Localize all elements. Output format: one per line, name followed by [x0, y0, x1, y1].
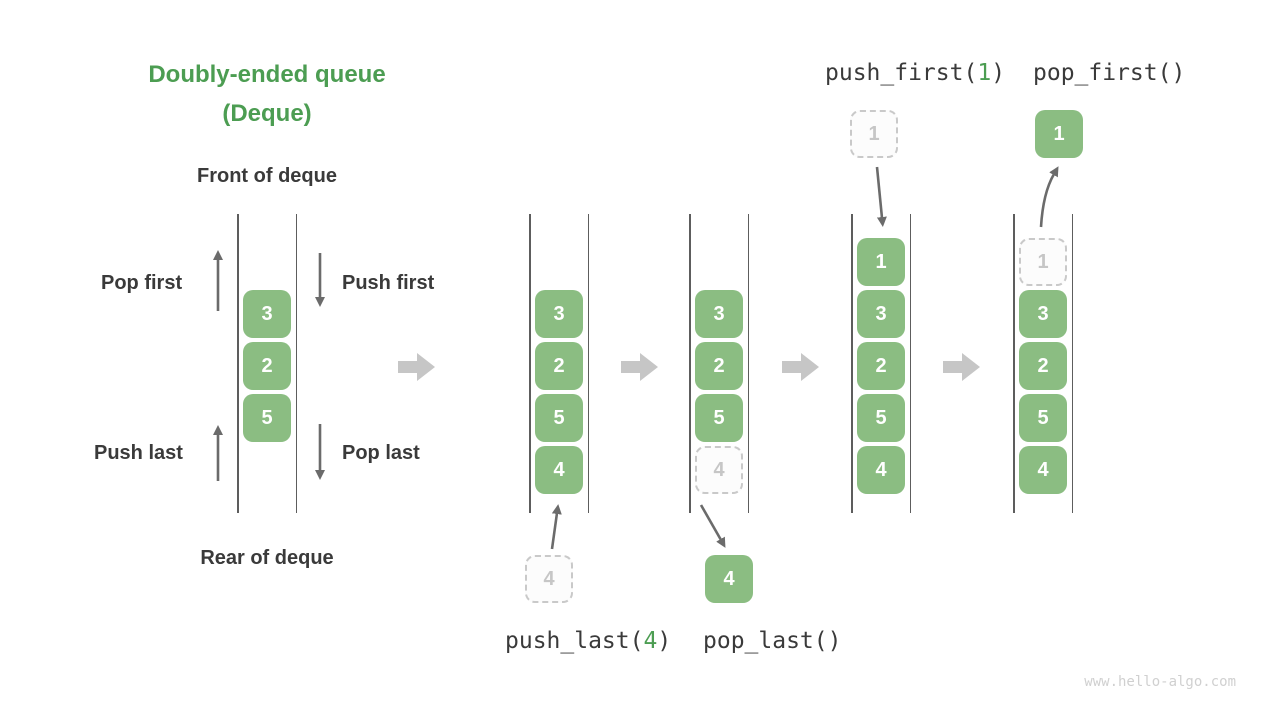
push-last-ghost-cell: 4 — [525, 555, 573, 603]
queue-initial: 3 2 5 — [237, 214, 297, 513]
queue-cell: 3 — [243, 290, 291, 338]
push-first-insert-arrow-icon — [875, 166, 887, 227]
queue-rail — [689, 214, 691, 513]
push-last-label: Push last — [94, 442, 183, 464]
pop-last-label: Pop last — [342, 442, 420, 464]
diagram-title: Doubly-ended queue (Deque) — [117, 55, 417, 133]
queue-after-push-last: 3 2 5 4 — [529, 214, 589, 513]
pop-first-label: Pop first — [101, 272, 183, 294]
queue-cell: 2 — [1019, 342, 1067, 390]
rear-of-deque-label: Rear of deque — [200, 547, 334, 569]
queue-cell: 3 — [695, 290, 743, 338]
queue-rail — [909, 214, 911, 513]
queue-cell: 3 — [535, 290, 583, 338]
queue-rail — [1013, 214, 1015, 513]
op-label-pop-first: pop_first() — [1033, 60, 1186, 86]
watermark: www.hello-algo.com — [1084, 674, 1236, 690]
op-text: ) — [991, 60, 1006, 86]
op-text: push_last( — [505, 628, 644, 654]
stage-arrow-icon — [943, 353, 980, 381]
queue-cell: 2 — [857, 342, 905, 390]
op-label-push-last: push_last(4) — [505, 628, 671, 654]
push-first-label: Push first — [342, 272, 435, 294]
queue-after-push-first: 1 3 2 5 4 — [851, 214, 911, 513]
queue-rail — [851, 214, 853, 513]
queue-ghost-cell: 4 — [695, 446, 743, 494]
queue-cell: 2 — [695, 342, 743, 390]
op-text: ) — [657, 628, 672, 654]
queue-after-pop-first: 1 3 2 5 4 — [1013, 214, 1073, 513]
queue-cell: 5 — [243, 394, 291, 442]
stage-arrow-icon — [782, 353, 819, 381]
queue-cell: 5 — [695, 394, 743, 442]
queue-cell: 5 — [1019, 394, 1067, 442]
queue-cell: 3 — [857, 290, 905, 338]
queue-rail — [747, 214, 749, 513]
queue-cell: 5 — [857, 394, 905, 442]
pop-last-result-cell: 4 — [705, 555, 753, 603]
title-line-2: (Deque) — [222, 100, 312, 127]
title-line-1: Doubly-ended queue — [148, 61, 386, 88]
op-text: push_first( — [825, 60, 978, 86]
queue-rail — [529, 214, 531, 513]
queue-rail — [587, 214, 589, 513]
queue-cell: 5 — [535, 394, 583, 442]
op-label-push-first: push_first(1) — [825, 60, 1005, 86]
queue-rail — [237, 214, 239, 513]
queue-rail — [295, 214, 297, 513]
stage-arrow-icon — [398, 353, 435, 381]
queue-cell: 4 — [1019, 446, 1067, 494]
pop-first-result-cell: 1 — [1035, 110, 1083, 158]
queue-cell: 4 — [857, 446, 905, 494]
op-label-pop-last: pop_last() — [703, 628, 842, 654]
front-of-deque-label: Front of deque — [197, 165, 337, 187]
queue-rail — [1071, 214, 1073, 513]
push-last-insert-arrow-icon — [550, 504, 562, 550]
queue-cell: 3 — [1019, 290, 1067, 338]
queue-cell: 4 — [535, 446, 583, 494]
op-arg: 1 — [977, 60, 992, 86]
stage-arrow-icon — [621, 353, 658, 381]
queue-cell: 1 — [857, 238, 905, 286]
push-first-ghost-cell: 1 — [850, 110, 898, 158]
queue-cell: 2 — [535, 342, 583, 390]
queue-ghost-cell: 1 — [1019, 238, 1067, 286]
queue-after-pop-last: 3 2 5 4 — [689, 214, 749, 513]
op-arg: 4 — [643, 628, 658, 654]
queue-cell: 2 — [243, 342, 291, 390]
